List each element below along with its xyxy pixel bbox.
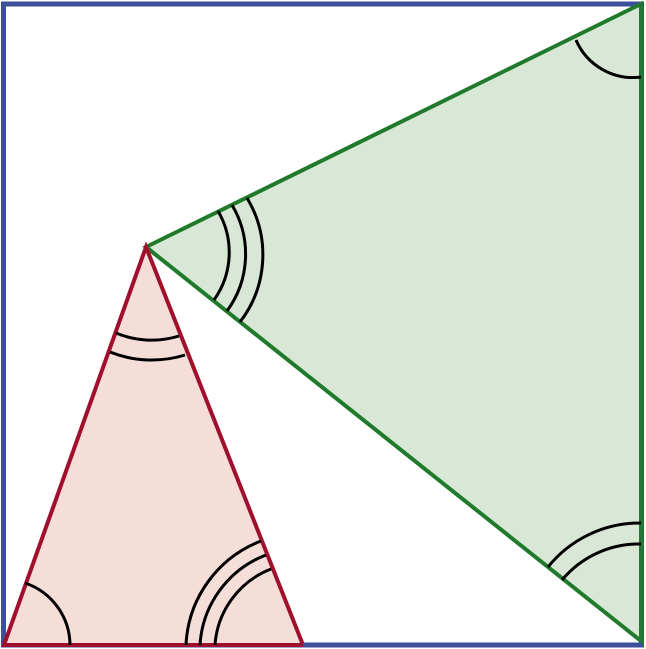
red-bottom-right-angle-mark-2 — [198, 553, 267, 646]
red-triangle — [1, 241, 306, 647]
angle-marks — [24, 39, 642, 646]
green-triangle — [142, 0, 643, 646]
green-top-right-angle-mark — [574, 39, 642, 79]
red-top-angle-mark-1 — [115, 331, 180, 342]
green-left-angle-mark-3 — [238, 197, 265, 323]
red-bottom-right-angle-mark-3 — [213, 567, 272, 646]
green-left-angle-mark-1 — [212, 210, 231, 301]
red-bottom-left-angle-mark — [24, 581, 72, 646]
green-bottom-right-angle-mark-1 — [546, 521, 642, 568]
green-left-angle-mark-2 — [225, 204, 248, 312]
red-bottom-right-angle-mark-1 — [184, 539, 262, 646]
red-top-angle-mark-2 — [109, 350, 186, 362]
green-bottom-right-angle-mark-2 — [560, 542, 642, 581]
